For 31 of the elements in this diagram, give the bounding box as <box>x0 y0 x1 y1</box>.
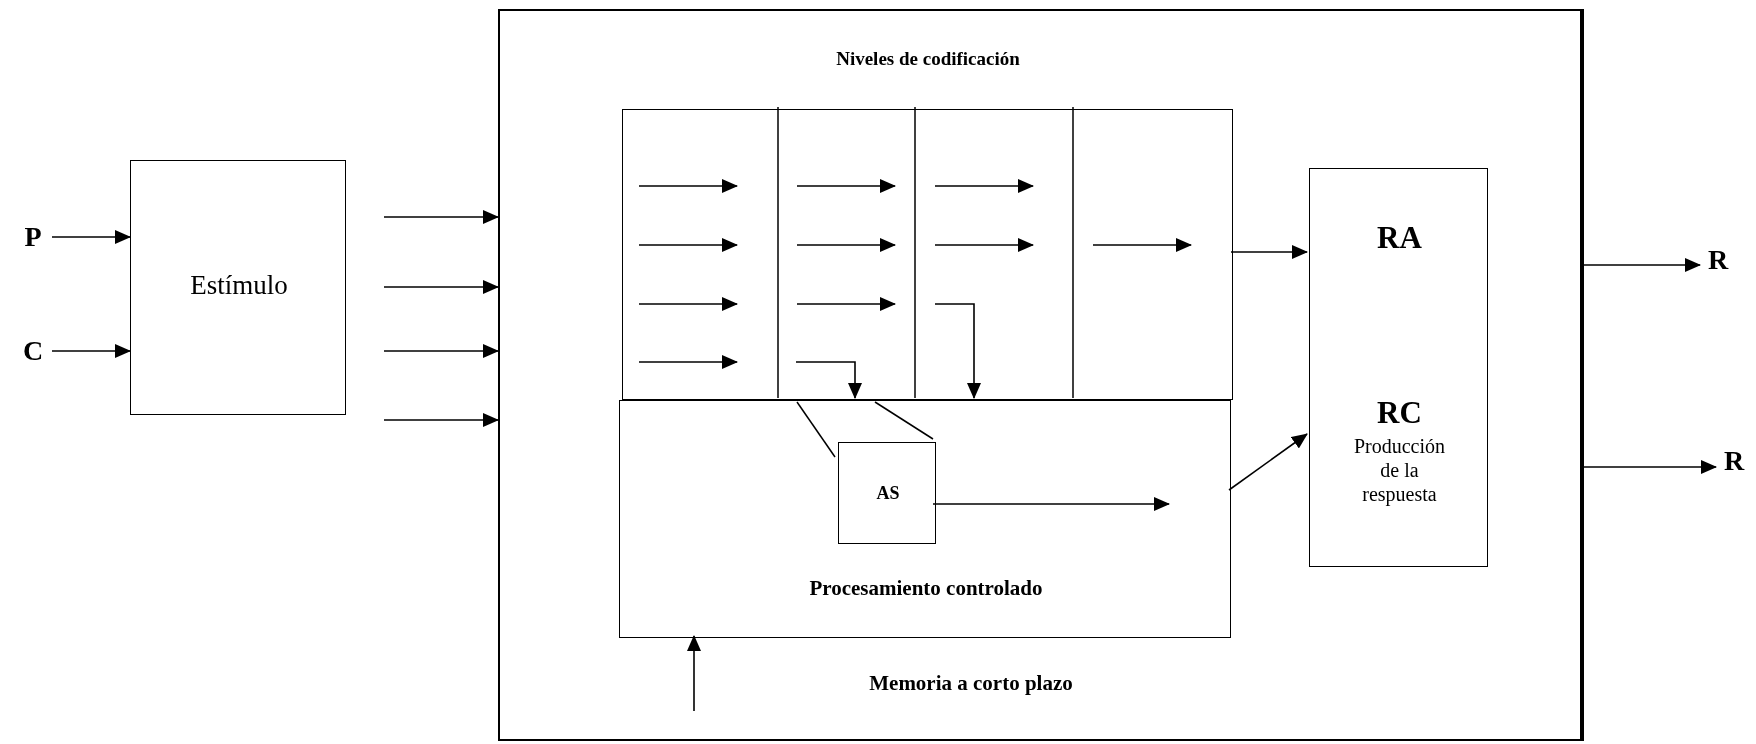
arrow <box>51 344 131 358</box>
arrow <box>687 635 701 712</box>
box-label: Estímulo <box>189 269 289 302</box>
arrow <box>934 303 981 399</box>
arrow <box>1228 433 1308 491</box>
output-label: R <box>1716 444 1752 478</box>
arrow <box>1583 258 1701 272</box>
input-label: P <box>14 220 52 254</box>
arrow <box>51 230 131 244</box>
box-label: AS <box>875 483 901 505</box>
arrow <box>1583 460 1717 474</box>
grid-heading: Niveles de codificación <box>835 48 1021 71</box>
process-box <box>838 442 936 544</box>
box-label: Procesamiento controlado <box>808 576 1044 602</box>
arrow <box>932 497 1170 511</box>
memory-frame <box>498 9 1584 741</box>
box-label: Producción de la respuesta <box>1352 434 1447 506</box>
response-code: RC <box>1376 394 1423 432</box>
processing-box <box>619 400 1231 638</box>
output-label: R <box>1700 243 1736 277</box>
response-box <box>1309 168 1488 567</box>
input-label: C <box>14 334 52 368</box>
arrow <box>383 413 499 427</box>
arrow <box>1230 245 1308 259</box>
response-code: RA <box>1376 219 1423 257</box>
arrow <box>795 361 862 399</box>
arrow <box>383 280 499 294</box>
arrow <box>383 210 499 224</box>
frame-title: Memoria a corto plazo <box>868 671 1074 697</box>
stimulus-box <box>130 160 346 415</box>
arrow <box>383 344 499 358</box>
